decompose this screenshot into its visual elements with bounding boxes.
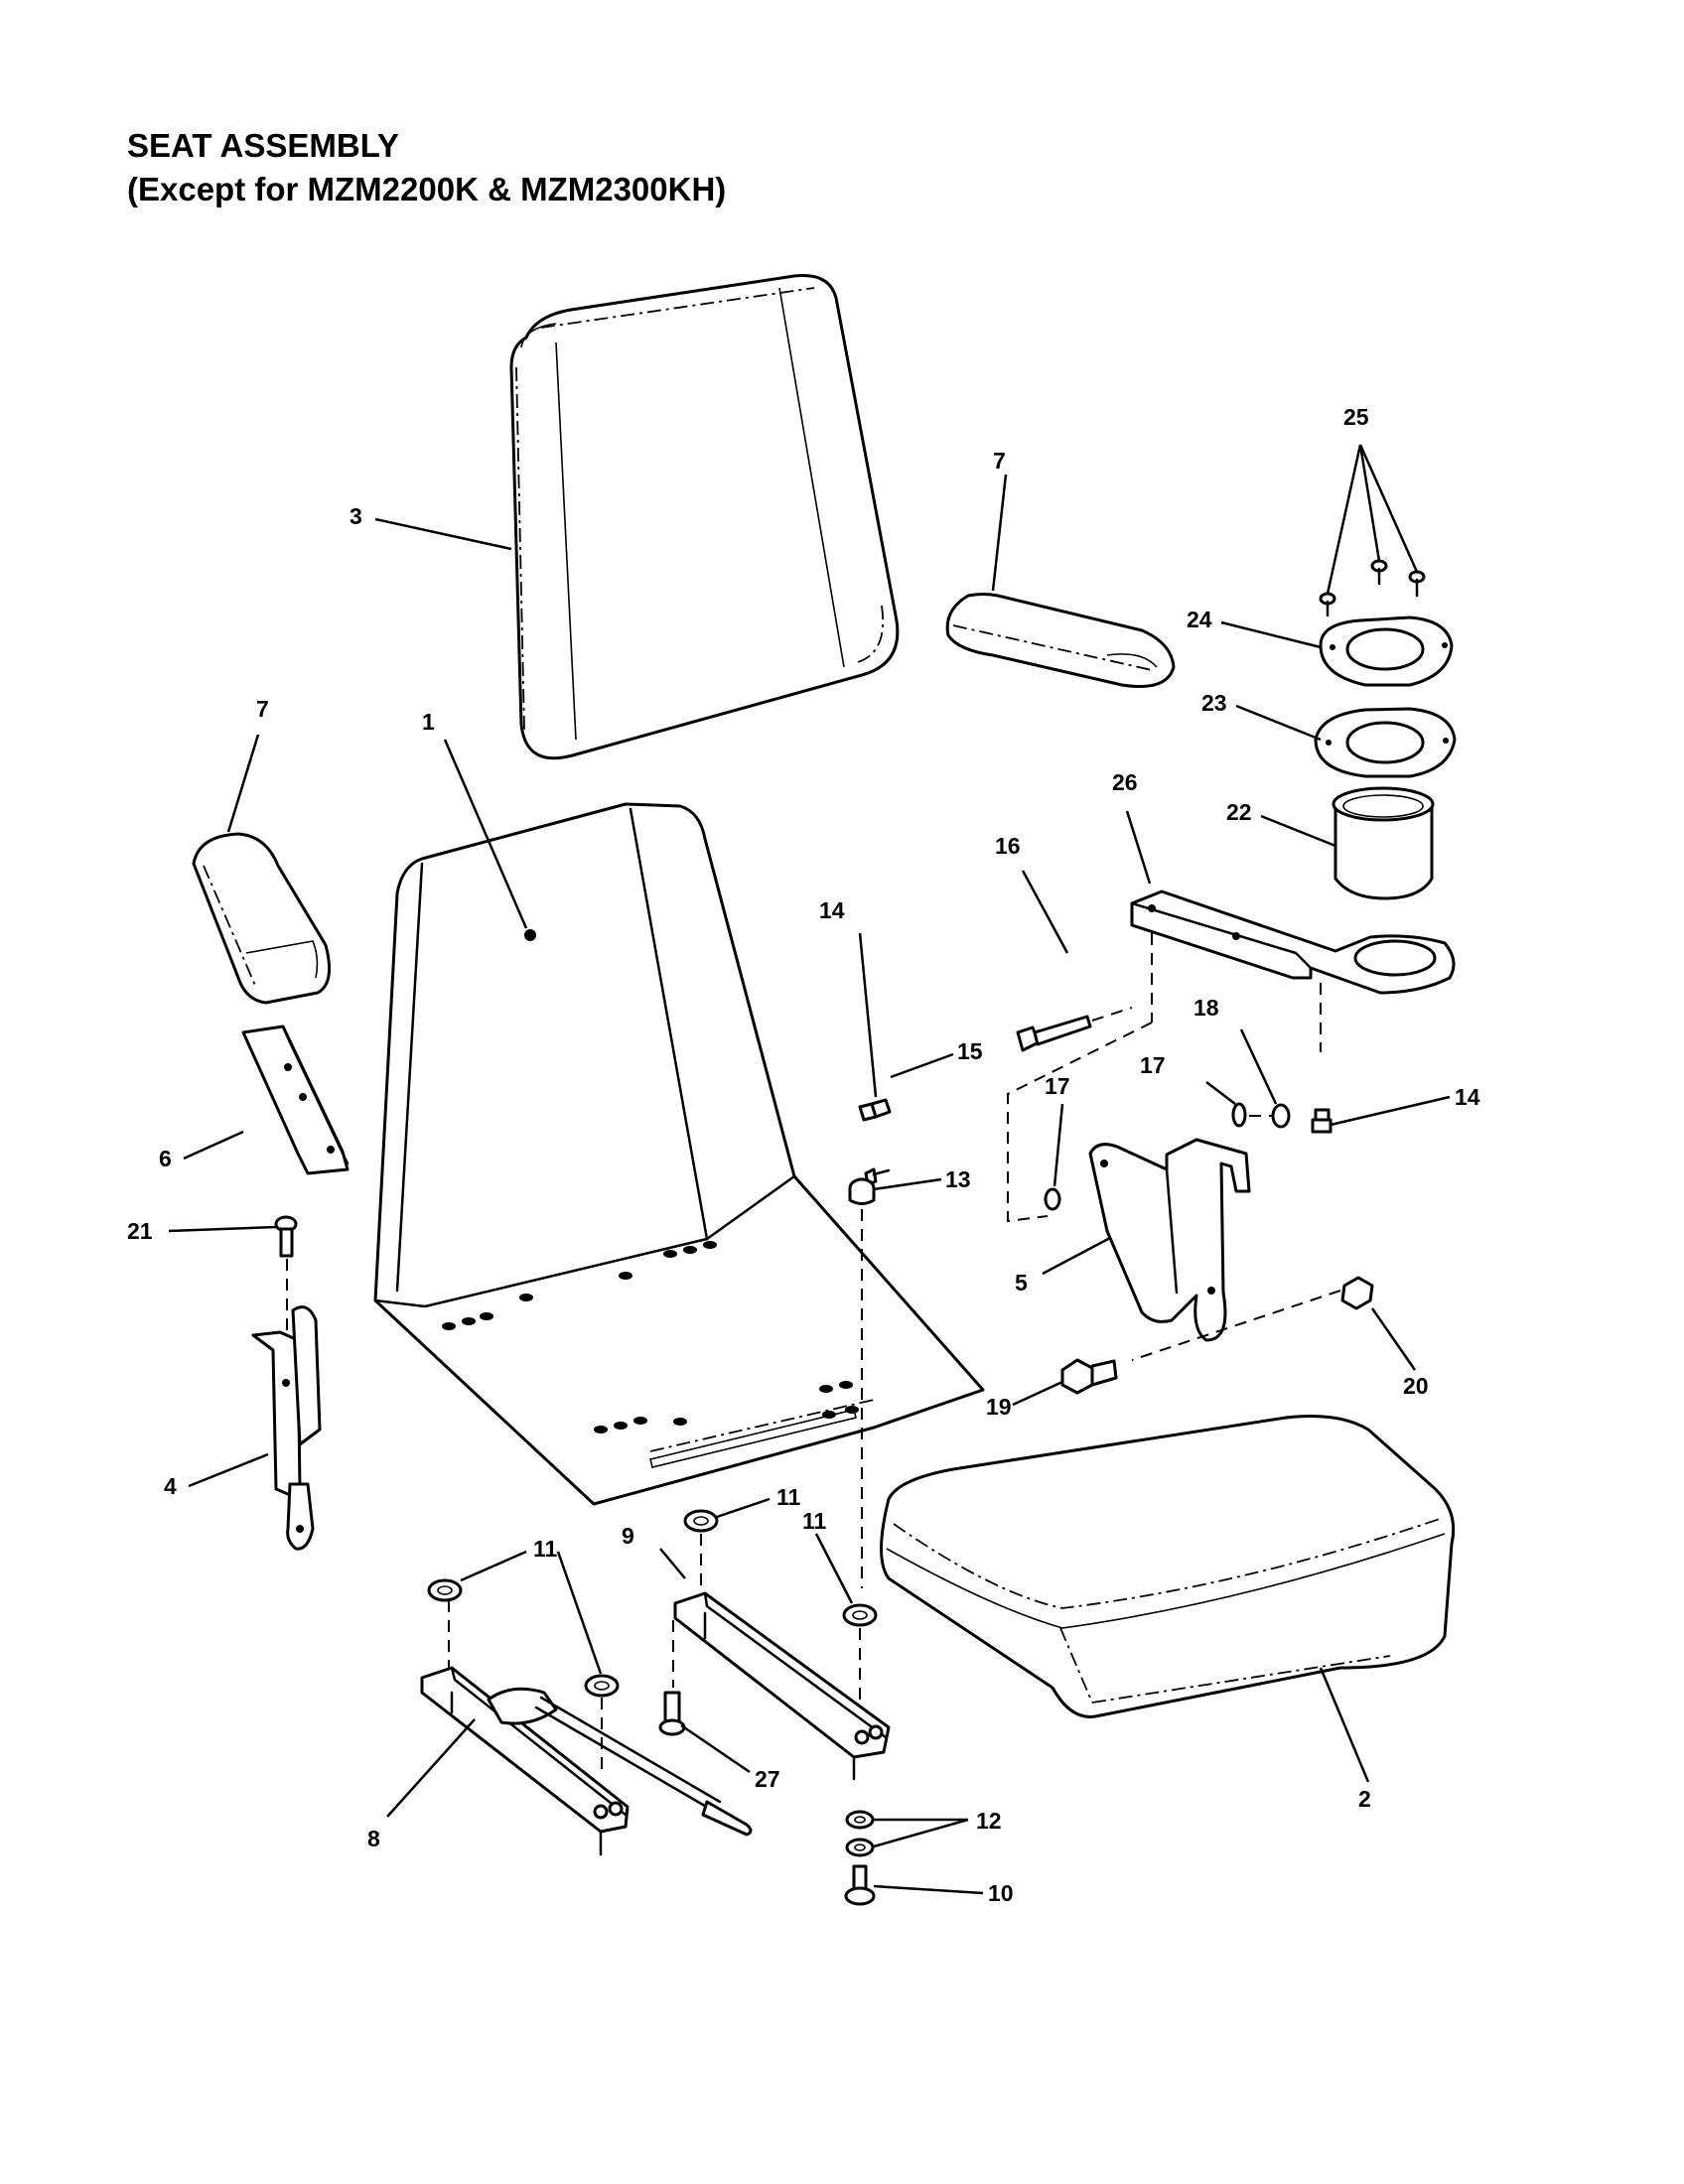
- part-13-nut: [848, 1177, 876, 1588]
- part-21-screw: [274, 1215, 298, 1335]
- part-19-bolt: [1060, 1358, 1118, 1395]
- part-11-washer-b: [427, 1578, 463, 1688]
- callout-25: 25: [1343, 404, 1369, 430]
- callout-7-right: 7: [993, 448, 1006, 474]
- callout-12: 12: [976, 1808, 1002, 1834]
- part-14-bolt-upper: [858, 1098, 892, 1122]
- callout-11-a: 11: [776, 1484, 801, 1510]
- part-22-cup: [1332, 786, 1435, 900]
- callout-23: 23: [1201, 690, 1227, 716]
- callout-7-left: 7: [256, 696, 269, 722]
- callout-9: 9: [622, 1523, 634, 1549]
- part-3-seat-back-cushion: [509, 273, 900, 760]
- part-17-washer-left: [1044, 1187, 1061, 1211]
- callout-17-right: 17: [1140, 1052, 1166, 1078]
- part-2-seat-cushion: [880, 1415, 1456, 1718]
- callout-17-left: 17: [1045, 1073, 1070, 1099]
- part-12-washers: [845, 1810, 875, 1857]
- callout-20: 20: [1403, 1373, 1429, 1399]
- callout-8: 8: [367, 1826, 380, 1851]
- part-9-seat-slide-rail: [672, 1591, 891, 1781]
- part-17-washer-right: [1231, 1102, 1273, 1128]
- callout-21: 21: [127, 1218, 153, 1244]
- part-6-arm-bracket: [241, 1024, 350, 1175]
- callout-15: 15: [957, 1038, 983, 1064]
- callout-4: 4: [164, 1473, 177, 1499]
- callout-26: 26: [1112, 769, 1138, 795]
- callout-27: 27: [755, 1766, 780, 1792]
- callout-14-upper: 14: [819, 897, 845, 923]
- part-24-cup-holder-plate: [1319, 615, 1454, 687]
- callout-labels: 3 7 25 24 23 22 1 7 26 16 14 15 18 17 14…: [127, 404, 1480, 1906]
- callout-11-c: 11: [802, 1508, 827, 1534]
- callout-6: 6: [159, 1146, 172, 1171]
- part-14-bolt-right: [1311, 1108, 1333, 1134]
- part-7-right-armrest: [945, 593, 1176, 689]
- part-23-cup-holder-ring: [1314, 707, 1457, 778]
- callout-2: 2: [1358, 1786, 1371, 1812]
- callout-11-b: 11: [533, 1536, 558, 1562]
- callout-3: 3: [350, 503, 362, 529]
- part-18-nut: [1271, 1103, 1291, 1129]
- part-1-seat-shell: [373, 802, 985, 1506]
- callout-leaders: [168, 444, 1451, 1895]
- callout-10: 10: [988, 1880, 1014, 1906]
- part-5-seat-bracket: [1088, 1138, 1251, 1342]
- part-11-washer-c: [842, 1603, 878, 1707]
- diagram-title: SEAT ASSEMBLY: [127, 127, 399, 164]
- callout-18: 18: [1193, 995, 1219, 1021]
- part-20-nut: [1131, 1276, 1374, 1361]
- part-10-pin: [844, 1864, 876, 1906]
- callout-19: 19: [986, 1394, 1012, 1420]
- callout-14-right: 14: [1455, 1084, 1480, 1110]
- part-4-arm-support-bracket: [251, 1305, 322, 1551]
- part-8-seat-slide-with-lever: [420, 1666, 753, 1856]
- callout-22: 22: [1226, 799, 1252, 825]
- callout-13: 13: [945, 1166, 971, 1192]
- callout-5: 5: [1015, 1270, 1028, 1296]
- callout-24: 24: [1187, 607, 1212, 632]
- callout-16: 16: [995, 833, 1021, 859]
- part-16-bolt: [1016, 1007, 1133, 1052]
- diagram-subtitle: (Except for MZM2200K & MZM2300KH): [127, 171, 727, 207]
- part-26-cup-holder-bracket: [1007, 889, 1456, 1223]
- part-7-left-armrest: [192, 832, 332, 1005]
- part-11-washer-d: [584, 1674, 620, 1777]
- callout-1: 1: [422, 709, 435, 735]
- part-27-screw: [658, 1691, 686, 1736]
- part-25-screws: [1319, 559, 1426, 617]
